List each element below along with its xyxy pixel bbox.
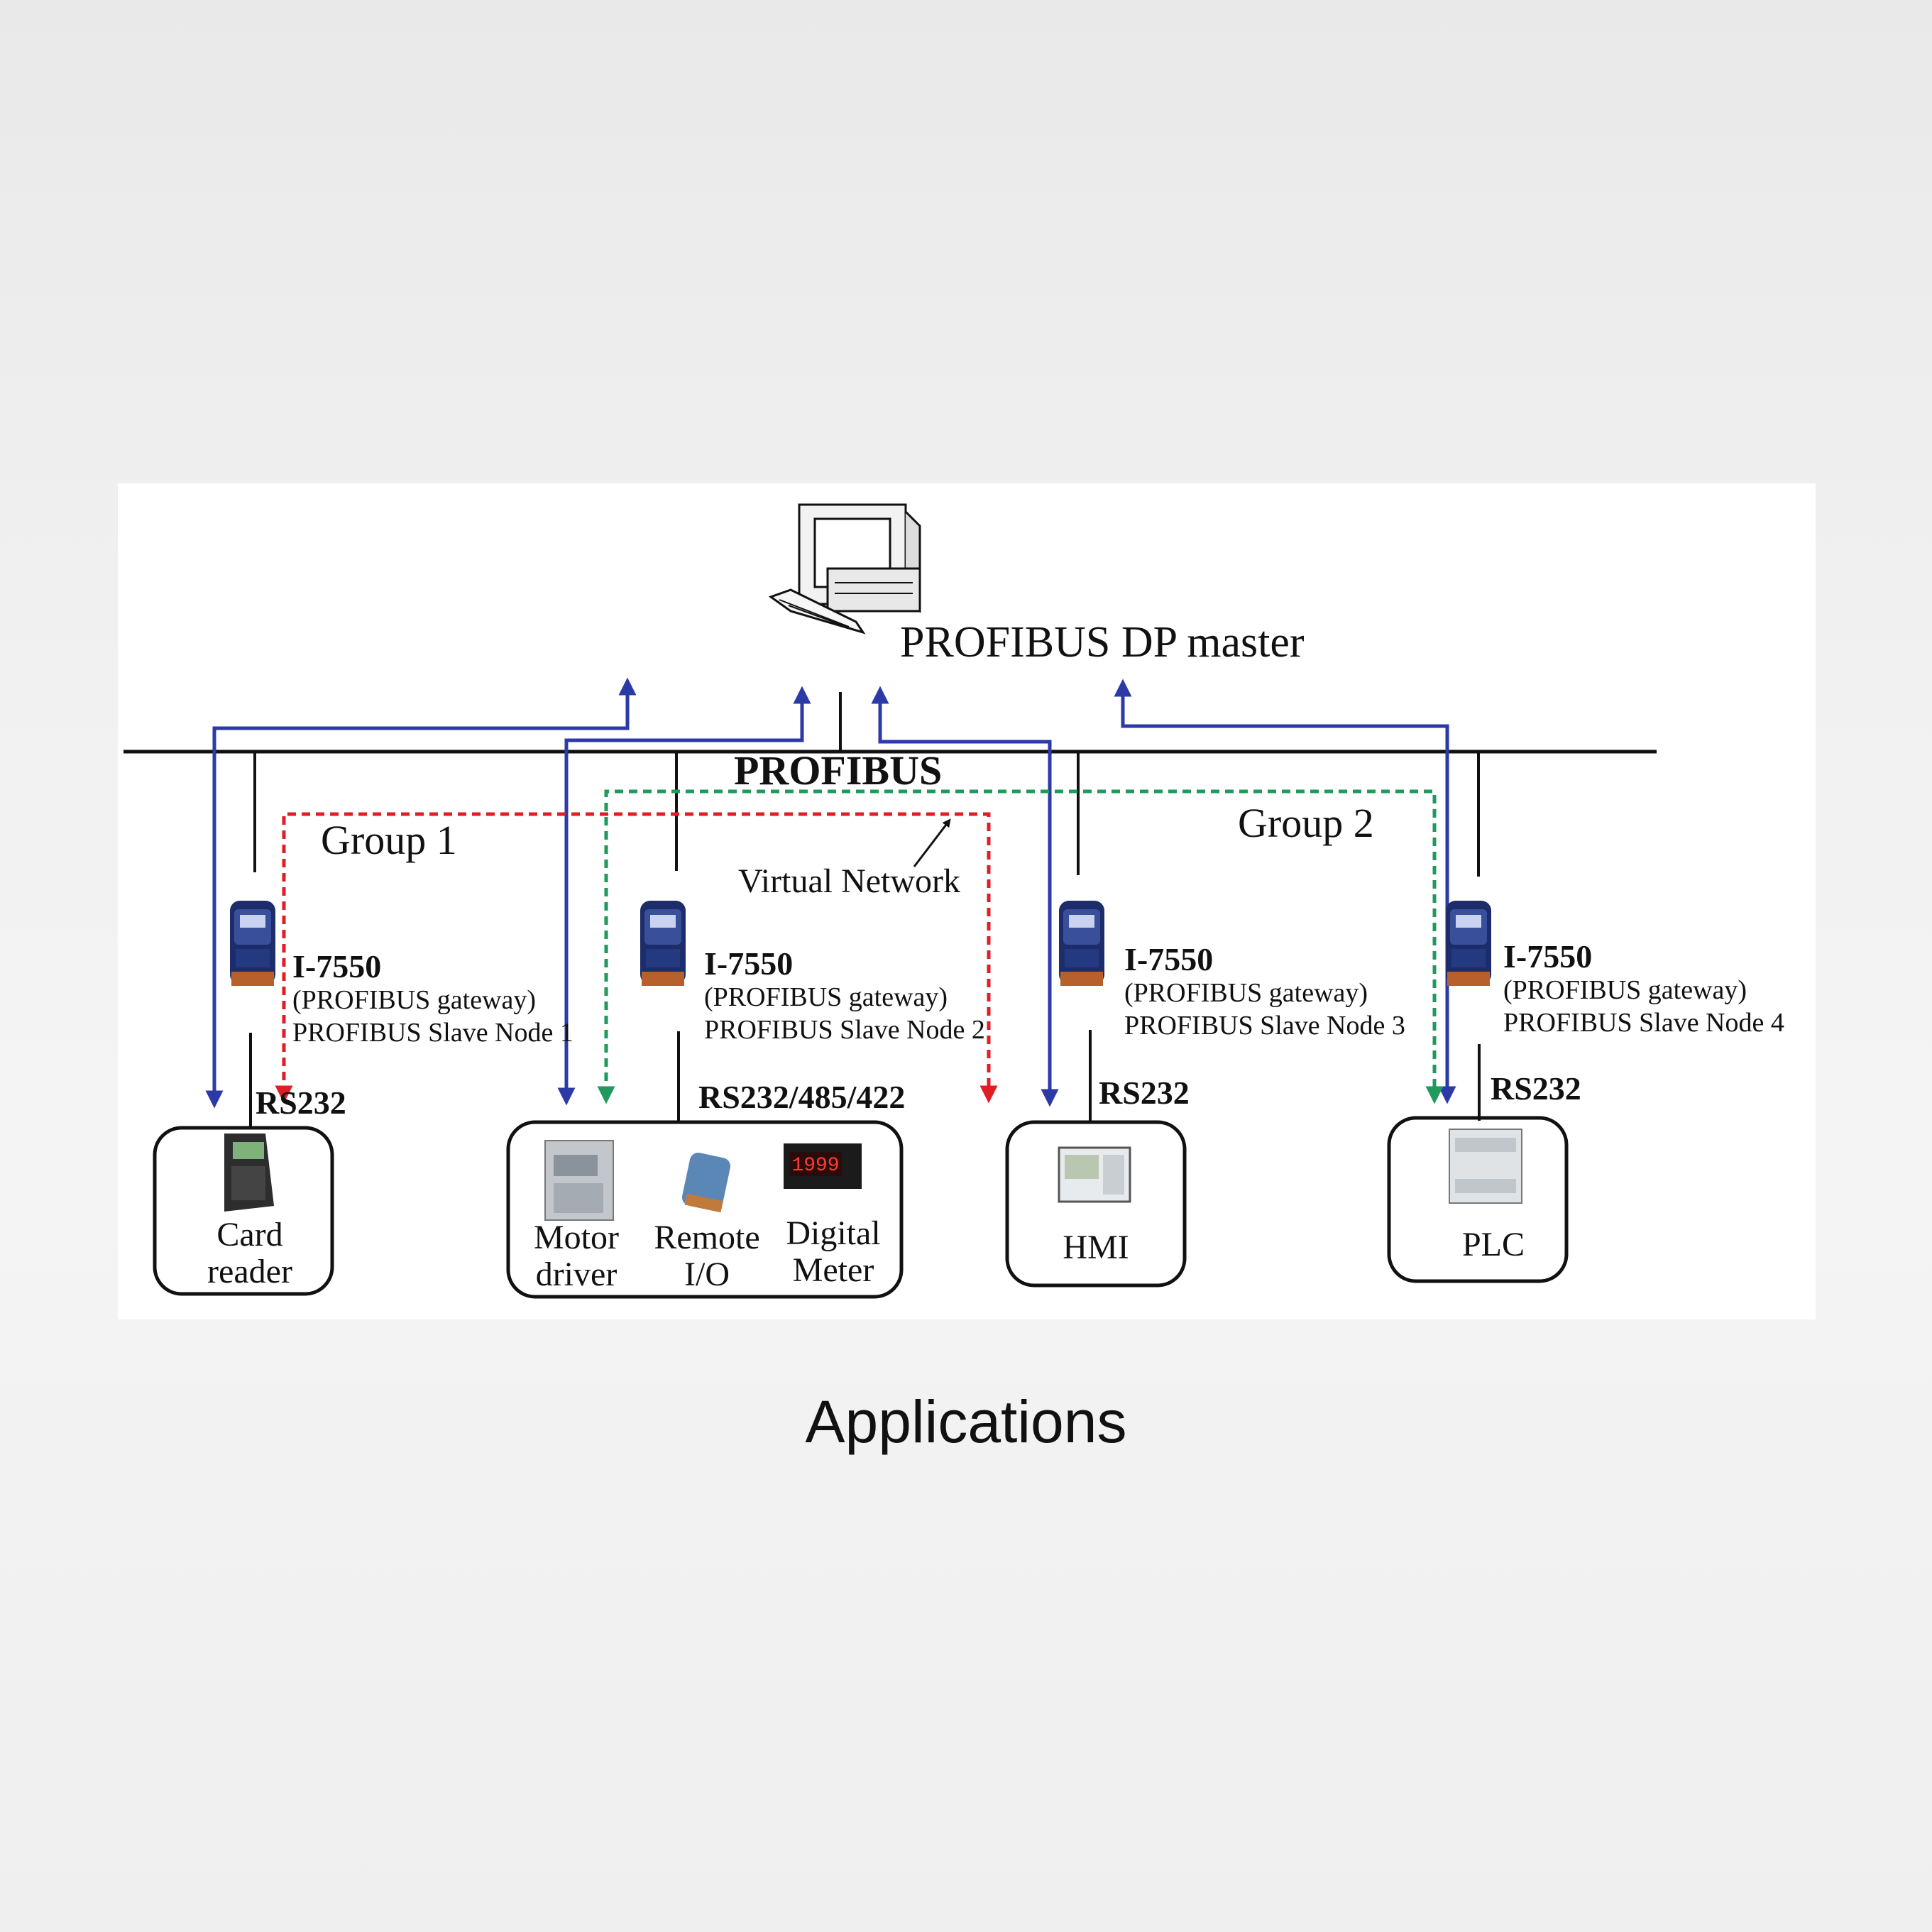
remote-io-label-2: I/O xyxy=(684,1256,730,1293)
node-2-labels: I-7550 (PROFIBUS gateway) PROFIBUS Slave… xyxy=(698,945,985,1115)
node-3-model: I-7550 xyxy=(1124,941,1213,977)
card-reader-icon xyxy=(224,1134,274,1212)
digital-meter-label-2: Meter xyxy=(793,1251,874,1289)
profibus-network-diagram: PROFIBUS DP master PROFIBUS Group 1 Grou… xyxy=(124,503,1784,1299)
caption: Applications xyxy=(805,1388,1127,1455)
node-4-labels: I-7550 (PROFIBUS gateway) PROFIBUS Slave… xyxy=(1491,938,1784,1107)
group-devices-box xyxy=(506,1120,904,1299)
gateway-3-icon xyxy=(1059,901,1104,986)
node-1-desc: (PROFIBUS gateway) xyxy=(292,985,536,1015)
node-3-labels: I-7550 (PROFIBUS gateway) PROFIBUS Slave… xyxy=(1099,941,1405,1111)
node-4-desc: (PROFIBUS gateway) xyxy=(1503,975,1747,1005)
node-3-desc: (PROFIBUS gateway) xyxy=(1124,978,1368,1008)
plc-icon xyxy=(1449,1129,1522,1204)
hmi-icon xyxy=(1058,1146,1131,1203)
group2-label: Group 2 xyxy=(1238,800,1374,846)
node-1-labels: I-7550 (PROFIBUS gateway) PROFIBUS Slave… xyxy=(256,948,573,1121)
remote-io-icon xyxy=(681,1153,731,1213)
remote-io-label-1: Remote xyxy=(654,1219,759,1256)
plc-label: PLC xyxy=(1462,1226,1525,1263)
node-2-name: PROFIBUS Slave Node 2 xyxy=(704,1015,985,1045)
card-reader-box xyxy=(153,1126,334,1296)
card-reader-label-1: Card xyxy=(216,1216,282,1253)
master-slave-links xyxy=(205,677,1456,1109)
hmi-box xyxy=(1005,1120,1187,1288)
node-1-name: PROFIBUS Slave Node 1 xyxy=(292,1018,573,1048)
group2-virtual-link xyxy=(597,789,1444,1104)
hmi-label: HMI xyxy=(1063,1229,1129,1266)
plc-box xyxy=(1387,1116,1569,1283)
motor-driver-icon xyxy=(544,1140,614,1221)
node-1-interface: RS232 xyxy=(256,1085,346,1121)
motor-driver-label-1: Motor xyxy=(534,1219,619,1256)
motor-driver-label-2: driver xyxy=(536,1256,618,1293)
bus-label: PROFIBUS xyxy=(734,747,942,794)
gateway-4-icon xyxy=(1446,901,1491,986)
group1-virtual-link xyxy=(275,812,998,1104)
node-3-interface: RS232 xyxy=(1099,1075,1190,1111)
node-2-interface: RS232/485/422 xyxy=(698,1079,905,1115)
master-label: PROFIBUS DP master xyxy=(900,618,1305,666)
node-2-model: I-7550 xyxy=(704,945,793,982)
node-3-name: PROFIBUS Slave Node 3 xyxy=(1124,1011,1405,1041)
card-reader-label-2: reader xyxy=(207,1253,292,1290)
gateway-2-icon xyxy=(640,901,686,986)
group1-label: Group 1 xyxy=(321,817,457,863)
node-4-name: PROFIBUS Slave Node 4 xyxy=(1503,1008,1784,1038)
computer-icon xyxy=(768,503,921,635)
digital-meter-icon: 1999 xyxy=(784,1143,862,1189)
node-4-interface: RS232 xyxy=(1491,1070,1581,1107)
node-2-desc: (PROFIBUS gateway) xyxy=(704,982,948,1012)
diagram-panel: PROFIBUS DP master PROFIBUS Group 1 Grou… xyxy=(118,483,1816,1319)
virtual-network-pointer xyxy=(913,818,951,867)
gateway-1-icon xyxy=(230,901,275,986)
node-1-model: I-7550 xyxy=(292,948,381,984)
node-4-model: I-7550 xyxy=(1503,938,1592,975)
digital-meter-label-1: Digital xyxy=(786,1214,880,1252)
meter-reading: 1999 xyxy=(791,1155,839,1177)
virtual-network-label: Virtual Network xyxy=(738,862,960,900)
